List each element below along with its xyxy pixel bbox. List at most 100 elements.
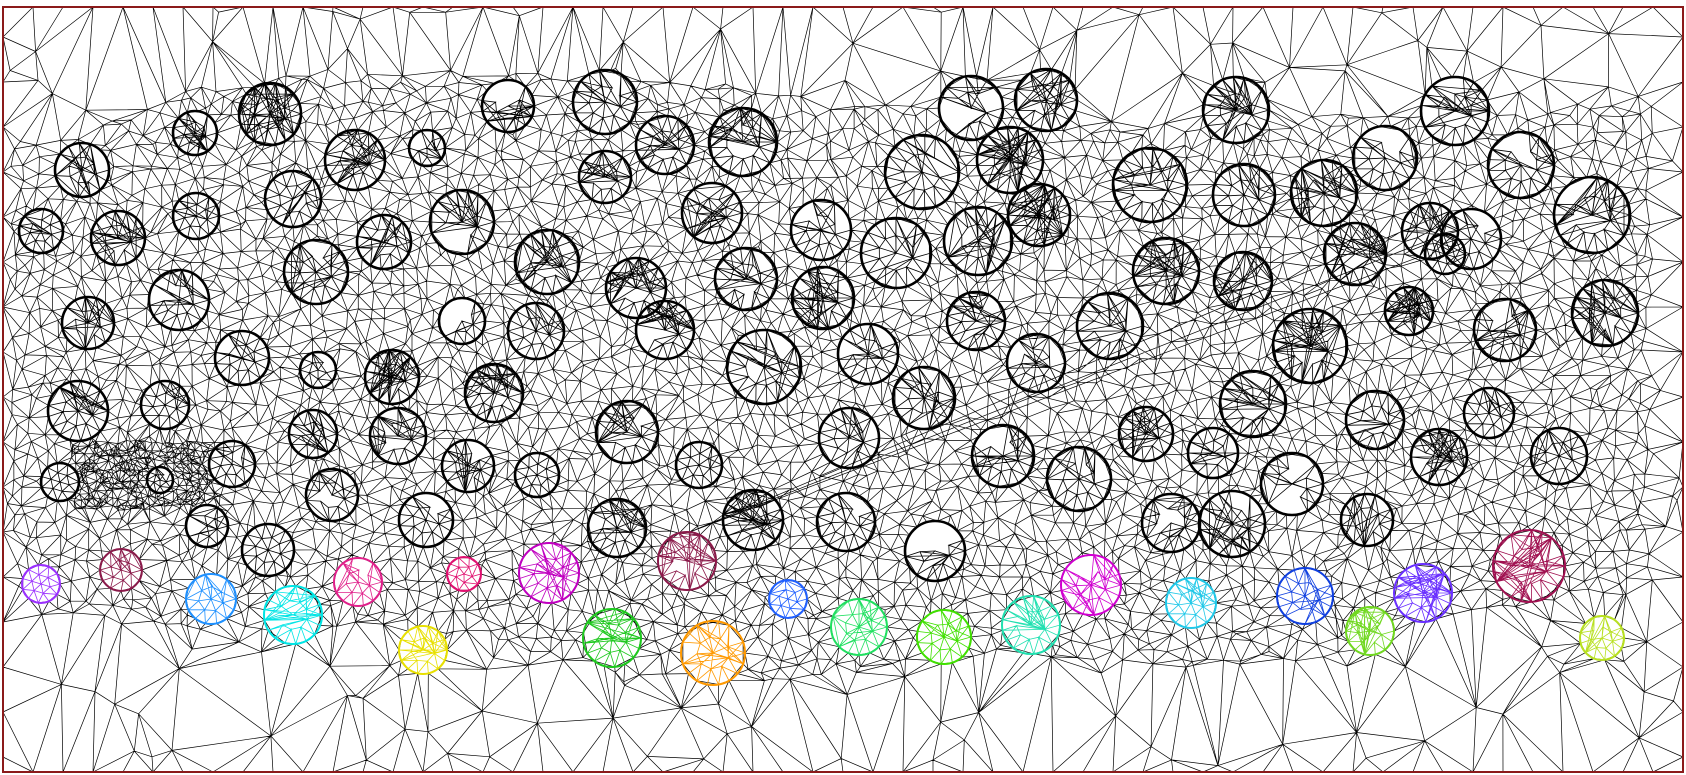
particle-black	[363, 348, 421, 406]
particle-black	[145, 465, 175, 495]
particle-colored	[1001, 594, 1061, 656]
particle-inner-mesh	[208, 440, 257, 488]
particle-inner-mesh	[1420, 76, 1491, 146]
particle-inner-mesh	[263, 584, 324, 646]
particle-inner-mesh	[214, 329, 271, 387]
particle-outline	[1259, 451, 1325, 517]
particle-black	[89, 209, 147, 267]
particle-outline	[237, 81, 303, 147]
particle-inner-mesh	[516, 228, 581, 295]
particle-outline	[39, 461, 81, 503]
particle-inner-mesh	[369, 406, 428, 466]
particle-outline	[945, 290, 1007, 352]
particle-outline	[1351, 124, 1419, 192]
particle-outline	[937, 74, 1005, 142]
particle-inner-mesh	[1212, 163, 1277, 227]
particle-inner-mesh	[1352, 136, 1419, 191]
particle-outline	[147, 268, 211, 332]
particle-inner-mesh	[1006, 182, 1072, 247]
particle-outline	[577, 149, 633, 205]
particle-inner-mesh	[708, 107, 779, 177]
particle-inner-mesh	[441, 438, 496, 494]
particle-inner-mesh	[408, 130, 446, 167]
particle-inner-mesh	[578, 149, 632, 205]
particle-outline	[89, 209, 147, 267]
particle-outline	[323, 128, 387, 192]
particle-outline	[1339, 492, 1395, 548]
particle-outline	[1400, 201, 1460, 261]
particle-outline	[355, 213, 413, 271]
particle-inner-mesh	[1141, 496, 1202, 554]
particle-black	[171, 109, 219, 157]
particle-colored	[657, 531, 718, 591]
particle-outline	[1322, 221, 1388, 287]
particle-inner-mesh	[604, 256, 668, 320]
particle-outline	[145, 465, 175, 495]
particle-black	[304, 467, 360, 523]
particle-inner-mesh	[904, 539, 967, 583]
particle-inner-mesh	[1473, 297, 1538, 362]
particle-black	[1529, 426, 1589, 486]
particle-black	[891, 365, 957, 431]
particle-colored	[1393, 563, 1453, 624]
particle-black	[634, 299, 696, 361]
particle-black	[883, 133, 961, 211]
particle-colored	[916, 608, 973, 666]
particle-inner-mesh	[572, 69, 638, 135]
particle-outline	[1045, 445, 1113, 513]
particle-inner-mesh	[148, 268, 211, 332]
particle-outline	[1271, 307, 1349, 385]
particle-inner-mesh	[140, 380, 191, 430]
particle-outline	[368, 406, 428, 466]
particle-outline	[1165, 577, 1217, 629]
particle-outline	[1492, 529, 1566, 603]
particle-outline	[437, 296, 487, 346]
particle-outline	[446, 556, 482, 592]
particle-outline	[397, 491, 455, 549]
particle-inner-mesh	[481, 85, 536, 134]
particle-outline	[518, 542, 580, 604]
particle-inner-mesh	[893, 366, 957, 430]
particle-inner-mesh	[288, 409, 339, 459]
particle-inner-mesh	[324, 128, 387, 192]
particle-black	[721, 488, 785, 552]
particle-outline	[1197, 489, 1267, 559]
particle-black	[945, 290, 1007, 352]
particle-black	[1131, 236, 1201, 306]
particle-inner-mesh	[464, 362, 524, 424]
particle-outline	[1186, 426, 1240, 480]
particle-inner-mesh	[1324, 222, 1388, 287]
particle-inner-mesh	[506, 301, 565, 361]
particle-inner-mesh	[916, 608, 973, 666]
particle-black	[184, 503, 230, 549]
particle-inner-mesh	[90, 209, 147, 266]
particle-inner-mesh	[18, 208, 65, 254]
particle-outline	[506, 301, 566, 361]
particle-black	[1552, 175, 1632, 255]
particle-inner-mesh	[859, 217, 932, 289]
particle-group-colored	[21, 529, 1626, 686]
particle-black	[17, 207, 65, 255]
particle-inner-mesh	[768, 578, 808, 619]
particle-outline	[634, 299, 696, 361]
particle-black	[604, 256, 668, 320]
particle-inner-mesh	[635, 114, 695, 176]
particle-outline	[139, 379, 191, 431]
particle-inner-mesh	[1272, 308, 1348, 384]
particle-inner-mesh	[675, 441, 724, 489]
particle-inner-mesh	[1045, 445, 1112, 512]
particle-inner-mesh	[1213, 250, 1274, 312]
particle-black	[577, 149, 633, 205]
particle-inner-mesh	[445, 556, 482, 592]
particle-outline	[1013, 67, 1079, 133]
particle-colored	[184, 573, 238, 625]
particle-black	[60, 295, 116, 351]
particle-inner-mesh	[1111, 147, 1188, 223]
particle-black	[207, 439, 257, 489]
particle-inner-mesh	[837, 322, 900, 386]
particle-outline	[1383, 285, 1435, 337]
particle-outline	[53, 141, 111, 199]
particle-colored	[1579, 614, 1626, 661]
